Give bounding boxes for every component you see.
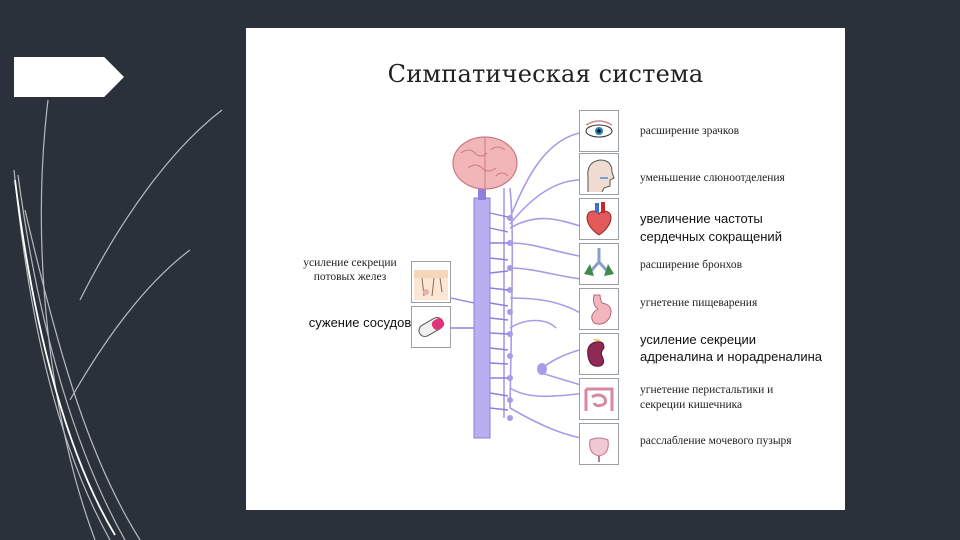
intestine-icon	[584, 387, 614, 411]
heart-icon	[586, 202, 612, 236]
organ-box-eye	[579, 110, 619, 152]
label-heart-rate-line2: сердечных сокращений	[640, 229, 782, 244]
label-digestion-inhibition: угнетение пищеварения	[640, 297, 758, 309]
eye-icon	[585, 120, 613, 138]
label-bronchi-dilation: расширение бронхов	[640, 259, 743, 271]
label-bladder-relaxation: расслабление мочевого пузыря	[640, 435, 792, 447]
organ-box-vessel	[411, 306, 451, 348]
skin-gland-icon	[414, 270, 448, 300]
label-vasoconstriction: сужение сосудов	[308, 315, 412, 330]
organ-box-kidney	[579, 333, 619, 375]
label-adrenaline-line1: усиление секреции	[640, 332, 757, 347]
label-salivation-decrease: уменьшение слюноотделения	[640, 172, 785, 184]
head-profile-icon	[587, 159, 615, 193]
label-peristalsis-line2: секреции кишечника	[640, 399, 743, 411]
label-peristalsis-line1: угнетение перистальтики и	[640, 384, 774, 396]
nervous-system-illustration	[450, 131, 597, 441]
stomach-icon	[591, 294, 612, 325]
label-sweat-line2: потовых желез	[313, 271, 387, 283]
blood-vessel-icon	[418, 317, 445, 337]
brain-icon	[452, 136, 518, 190]
organ-box-stomach	[579, 288, 619, 330]
label-sweat-line1: усиление секреции	[303, 257, 397, 269]
organ-box-bladder	[579, 423, 619, 465]
organ-box-head	[579, 153, 619, 195]
diagram-card: Симпатическая система расширение зрачков…	[246, 28, 845, 510]
organ-box-heart	[579, 198, 619, 240]
organ-box-lungs	[579, 243, 619, 285]
kidney-icon	[587, 338, 605, 367]
organ-box-sweat-gland	[411, 261, 451, 303]
label-heart-rate-line1: увеличение частоты	[640, 211, 763, 226]
diagram-title: Симпатическая система	[387, 60, 704, 88]
lungs-icon	[584, 248, 614, 276]
slide-arrow-marker	[14, 57, 124, 97]
label-pupil-dilation: расширение зрачков	[640, 125, 740, 137]
label-adrenaline-line2: адреналина и норадреналина	[640, 349, 823, 364]
organ-box-intestine	[579, 378, 619, 420]
bladder-icon	[589, 437, 609, 462]
